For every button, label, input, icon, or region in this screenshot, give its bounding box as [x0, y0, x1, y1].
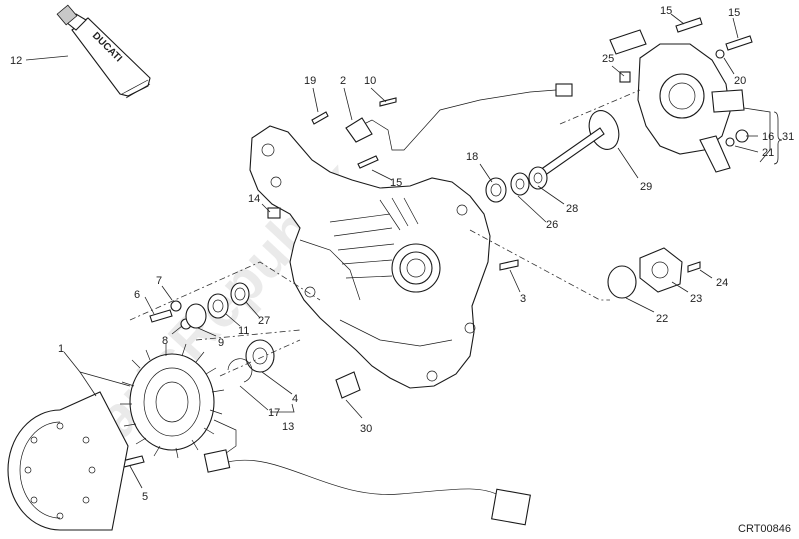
callout-29: 29: [640, 181, 652, 193]
callout-23: 23: [690, 293, 702, 305]
leader-lines: [25, 13, 771, 489]
callout-18: 18: [466, 151, 478, 163]
callout-5: 5: [142, 491, 148, 503]
callout-17: 17: [268, 407, 280, 419]
drawing-code: CRT00846: [738, 523, 791, 535]
callout-13: 13: [282, 421, 294, 433]
bolts: [117, 17, 753, 469]
rotor: [7, 391, 129, 531]
callout-30: 30: [360, 423, 372, 435]
callout-31: 31: [782, 131, 794, 143]
callout-28: 28: [566, 203, 578, 215]
pump-shaft: [539, 110, 620, 177]
callout-27: 27: [258, 315, 270, 327]
generator-cover: [249, 125, 491, 389]
callout-labels: 12 15 15 15 25 20 16 31 21 19 2 10 18 29…: [10, 5, 794, 503]
callout-16: 16: [762, 131, 774, 143]
callout-15-a: 15: [660, 5, 672, 17]
callout-19: 19: [304, 75, 316, 87]
callout-7: 7: [156, 275, 162, 287]
bracket-31: [773, 111, 783, 165]
callout-26: 26: [546, 219, 558, 231]
small-plate: [335, 371, 361, 399]
inspection-cover: [607, 247, 683, 299]
water-pump-housing: [609, 29, 745, 173]
sensor-cable: [345, 83, 573, 151]
callout-10: 10: [364, 75, 376, 87]
callout-15-b: 15: [728, 7, 740, 19]
callout-11: 11: [238, 325, 249, 337]
alignment-lines: [129, 89, 641, 377]
callout-2: 2: [340, 75, 346, 87]
callout-1: 1: [58, 343, 64, 355]
callout-3: 3: [520, 293, 526, 305]
stator: [120, 343, 531, 526]
callout-24: 24: [716, 277, 728, 289]
bearing-stack: [170, 282, 275, 383]
callout-4: 4: [292, 393, 298, 405]
callout-21: 21: [762, 147, 774, 159]
callout-6: 6: [134, 289, 140, 301]
callout-15-c: 15: [390, 177, 402, 189]
callout-20: 20: [734, 75, 746, 87]
sealant-tube: DUCATI: [56, 4, 151, 99]
callout-25: 25: [602, 53, 614, 65]
shaft-seals: [485, 166, 548, 203]
callout-12: 12: [10, 55, 22, 67]
callout-9: 9: [218, 337, 224, 349]
callout-22: 22: [656, 313, 668, 325]
callout-14: 14: [248, 193, 260, 205]
callout-8: 8: [162, 335, 168, 347]
